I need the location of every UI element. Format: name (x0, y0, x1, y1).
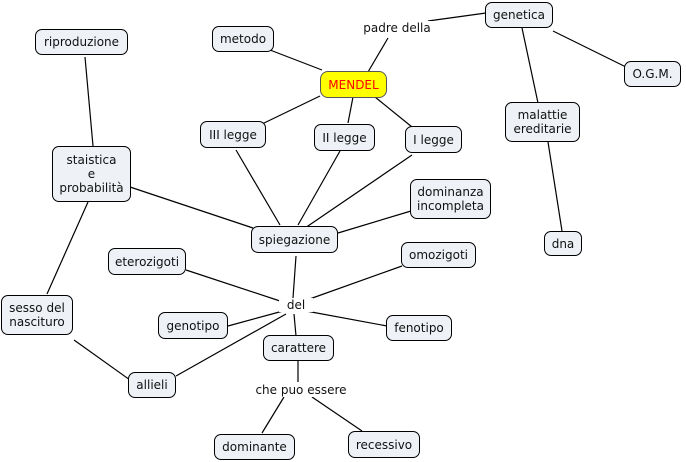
link-terza-legge-spiegazione (235, 149, 281, 226)
node-statistica[interactable]: staistica e probabilità (52, 146, 131, 202)
node-mendel[interactable]: MENDEL (320, 71, 387, 98)
node-metodo[interactable]: metodo (212, 26, 274, 52)
node-carattere[interactable]: carattere (263, 335, 334, 361)
link-seconda-legge-spiegazione (297, 150, 341, 226)
node-genetica[interactable]: genetica (485, 2, 553, 28)
link-genetica-malattie (521, 27, 539, 104)
node-riproduzione[interactable]: riproduzione (35, 29, 128, 55)
link-omozigoti-del (303, 265, 403, 302)
link-del-fenotipo (305, 310, 388, 327)
node-terza-legge[interactable]: III legge (200, 121, 266, 148)
link-del-carattere (293, 313, 297, 337)
node-genotipo[interactable]: genotipo (158, 312, 228, 339)
link-sesso-allieli (73, 339, 131, 381)
node-dominanza-incompleta[interactable]: dominanza incompleta (410, 179, 491, 219)
link-padre-della-mendel (367, 37, 389, 73)
node-ogm[interactable]: O.G.M. (624, 61, 681, 87)
link-dominanza-spiegazione (337, 210, 412, 234)
link-padre-della-genetica (427, 12, 487, 22)
link-mendel-prima-legge (374, 96, 413, 128)
link-del-allieli (175, 313, 287, 377)
link-metodo-mendel (269, 49, 323, 71)
link-statistica-spiegazione (129, 186, 254, 229)
link-che-puo-recessivo (311, 396, 363, 432)
link-spiegazione-del (292, 255, 297, 299)
link-del-genotipo (227, 310, 284, 327)
node-dna[interactable]: dna (544, 231, 582, 256)
node-sesso-del-nascituro[interactable]: sesso del nascituro (1, 295, 73, 335)
link-label-padre-della: padre della (356, 21, 438, 35)
link-riproduzione-statistica (84, 56, 94, 147)
link-eterozigoti-del (185, 269, 281, 302)
link-genetica-ogm (552, 30, 629, 69)
link-label-che-puo-essere: che puo essere (248, 383, 354, 397)
node-malattie-ereditarie[interactable]: malattie ereditarie (505, 102, 580, 142)
node-omozigoti[interactable]: omozigoti (401, 242, 476, 268)
node-seconda-legge[interactable]: II legge (314, 124, 375, 151)
node-eterozigoti[interactable]: eterozigoti (108, 248, 186, 275)
node-fenotipo[interactable]: fenotipo (386, 315, 452, 341)
node-spiegazione[interactable]: spiegazione (251, 226, 338, 253)
link-mendel-terza-legge (261, 95, 321, 125)
link-malattie-dna (547, 141, 563, 232)
node-allieli[interactable]: allieli (128, 372, 176, 398)
link-statistica-sesso (46, 201, 89, 295)
link-mendel-seconda-legge (347, 96, 354, 124)
node-recessivo[interactable]: recessivo (348, 431, 420, 458)
link-che-puo-dominante (261, 396, 285, 434)
link-label-del: del (279, 298, 313, 312)
link-prima-legge-spiegazione (304, 154, 413, 229)
node-prima-legge[interactable]: I legge (405, 126, 462, 153)
node-dominante[interactable]: dominante (214, 434, 295, 460)
